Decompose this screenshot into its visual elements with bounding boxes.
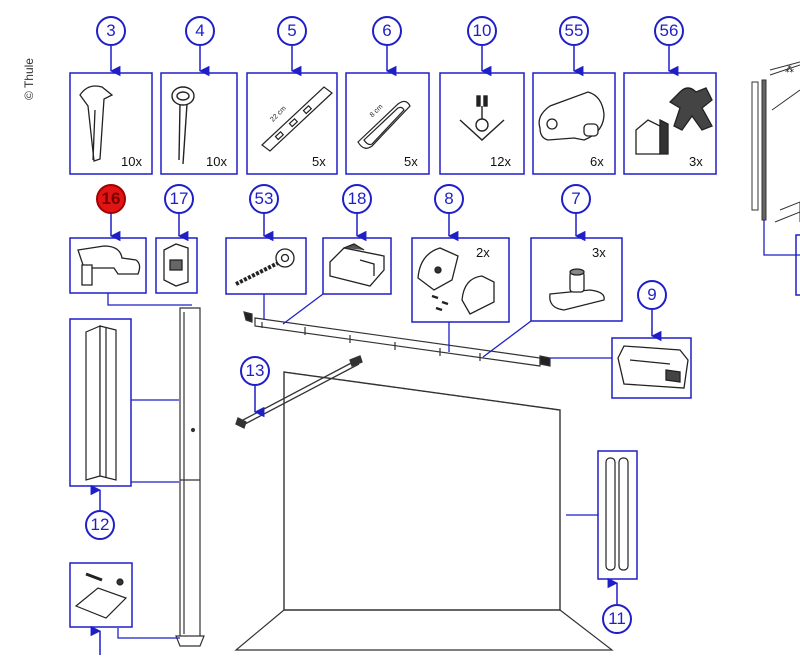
callout-12[interactable]: 12 bbox=[85, 510, 115, 540]
clamp-bracket-icon bbox=[538, 91, 605, 141]
qty-56: 3x bbox=[689, 154, 703, 169]
eye-bolt-icon bbox=[235, 248, 295, 286]
callout-56[interactable]: 56 bbox=[654, 16, 684, 46]
qty-5: 5x bbox=[312, 154, 326, 169]
part-box-10[interactable] bbox=[439, 72, 525, 175]
callout-10[interactable]: 10 bbox=[467, 16, 497, 46]
part-box-11[interactable] bbox=[597, 450, 638, 580]
svg-text:⁂: ⁂ bbox=[785, 64, 794, 74]
callout-6[interactable]: 6 bbox=[372, 16, 402, 46]
callout-16[interactable]: 16 bbox=[96, 184, 126, 214]
qty-7: 3x bbox=[592, 245, 606, 260]
peg-hook-icon bbox=[459, 95, 505, 141]
side-panel-profile-icon bbox=[85, 325, 117, 481]
motor-housing-icon bbox=[617, 345, 689, 389]
copyright-notice: © Thule bbox=[22, 58, 36, 100]
strap-22cm-icon: 22 cm bbox=[261, 86, 333, 152]
mounting-foot-icon bbox=[549, 268, 605, 311]
qty-6: 5x bbox=[404, 154, 418, 169]
end-cap-icon bbox=[77, 245, 141, 286]
qty-4: 10x bbox=[206, 154, 227, 169]
ring-peg-icon bbox=[171, 86, 195, 165]
callout-9[interactable]: 9 bbox=[637, 280, 667, 310]
rail-slider-icon bbox=[329, 243, 385, 287]
part-box-53[interactable] bbox=[225, 237, 307, 295]
roller-tube bbox=[243, 311, 551, 367]
qty-3: 10x bbox=[121, 154, 142, 169]
svg-text:22 cm: 22 cm bbox=[269, 105, 288, 124]
callout-53[interactable]: 53 bbox=[249, 184, 279, 214]
arm-cover-icon bbox=[417, 247, 495, 315]
awning-fabric-panel bbox=[234, 371, 614, 651]
qty-55: 6x bbox=[590, 154, 604, 169]
rod-pair-icon bbox=[605, 457, 629, 571]
tent-peg-icon bbox=[79, 85, 114, 162]
callout-55[interactable]: 55 bbox=[559, 16, 589, 46]
buckle-icon bbox=[635, 87, 713, 155]
callout-5[interactable]: 5 bbox=[277, 16, 307, 46]
assembled-awning-preview: ⁂ bbox=[751, 61, 800, 296]
support-leg-pole bbox=[175, 307, 205, 647]
part-box-8[interactable] bbox=[411, 237, 510, 323]
qty-10: 12x bbox=[490, 154, 511, 169]
strap-8cm-icon: 8 cm bbox=[357, 100, 411, 149]
callout-7[interactable]: 7 bbox=[561, 184, 591, 214]
foot-plate-icon bbox=[74, 572, 128, 619]
leg-clip-icon bbox=[163, 243, 189, 287]
callout-18[interactable]: 18 bbox=[342, 184, 372, 214]
callout-13[interactable]: 13 bbox=[240, 356, 270, 386]
svg-text:8 cm: 8 cm bbox=[369, 103, 385, 119]
qty-8: 2x bbox=[476, 245, 490, 260]
callout-11[interactable]: 11 bbox=[602, 604, 632, 634]
callout-8[interactable]: 8 bbox=[434, 184, 464, 214]
callout-3[interactable]: 3 bbox=[96, 16, 126, 46]
callout-4[interactable]: 4 bbox=[185, 16, 215, 46]
part-box-17[interactable] bbox=[155, 237, 198, 294]
callout-17[interactable]: 17 bbox=[164, 184, 194, 214]
